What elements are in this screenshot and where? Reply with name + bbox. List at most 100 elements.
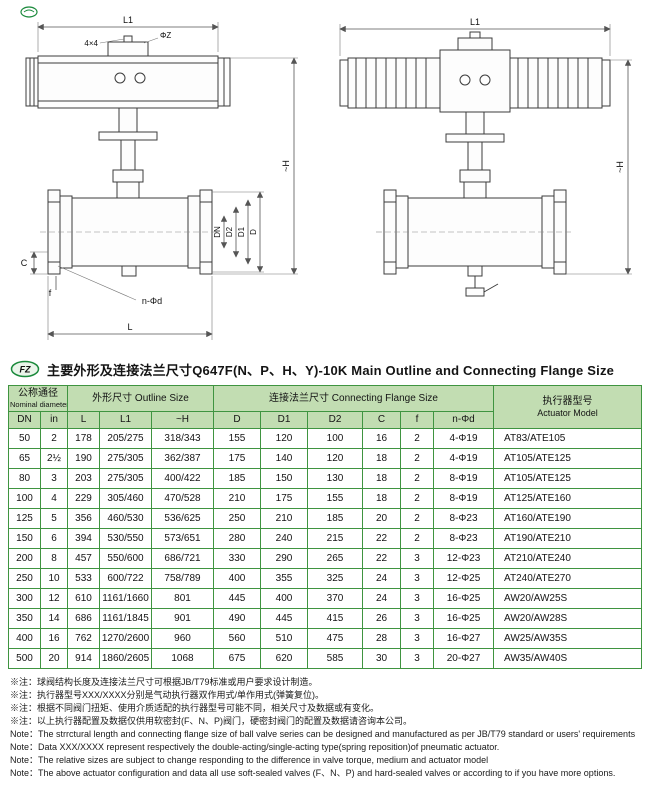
- table-cell: 400: [260, 588, 308, 609]
- note-line: Note：The relative sizes are subject to c…: [10, 755, 489, 765]
- table-cell: 3: [400, 648, 434, 669]
- brand-logo-text: FZ: [20, 365, 31, 375]
- group-header-actuator: 执行器型号 Actuator Model: [493, 385, 642, 429]
- table-cell: AT210/ATE240: [493, 548, 642, 569]
- table-cell: 80: [8, 468, 41, 489]
- table-cell: 65: [8, 448, 41, 469]
- note-line: ※注：球阀结构长度及连接法兰尺寸可根据JB/T79标准或用户要求设计制造。: [10, 677, 318, 687]
- table-cell: 1068: [151, 648, 214, 669]
- note-line: Note：The above actuator configuration an…: [10, 768, 616, 778]
- table-cell: 362/387: [151, 448, 214, 469]
- right-technical-drawing: L1 ~H: [339, 17, 632, 297]
- table-cell: 16-Φ25: [432, 608, 495, 629]
- table-cell: 14: [40, 608, 68, 629]
- title-bar: FZ 主要外形及连接法兰尺寸Q647F(N、P、H、Y)-10K Main Ou…: [10, 358, 640, 380]
- table-cell: 758/789: [151, 568, 214, 589]
- table-cell: 100: [307, 428, 363, 449]
- table-cell: 12-Φ23: [432, 548, 495, 569]
- table-cell: 3: [40, 468, 68, 489]
- column-header-l: L: [67, 411, 100, 429]
- table-cell: AT105/ATE125: [493, 448, 642, 469]
- table-cell: 8: [40, 548, 68, 569]
- table-cell: 510: [260, 628, 308, 649]
- table-cell: 550/600: [99, 548, 152, 569]
- dim-label-d1: D1: [237, 226, 246, 237]
- table-cell: 280: [213, 528, 261, 549]
- table-cell: 801: [151, 588, 214, 609]
- dim-label-l1: L1: [123, 15, 133, 25]
- table-cell: 28: [362, 628, 401, 649]
- table-cell: 2½: [40, 448, 68, 469]
- table-cell: 445: [260, 608, 308, 629]
- group-header-nominal-en: Nominal diameter: [10, 400, 68, 409]
- table-cell: 318/343: [151, 428, 214, 449]
- table-cell: 500: [8, 648, 41, 669]
- table-cell: 355: [260, 568, 308, 589]
- table-cell: 3: [400, 628, 434, 649]
- table-cell: AT240/ATE270: [493, 568, 642, 589]
- table-cell: 3: [400, 548, 434, 569]
- table-cell: 18: [362, 468, 401, 489]
- table-cell: 20: [40, 648, 68, 669]
- table-group-header-row: 公称通径 Nominal diameter 外形尺寸 Outline Size …: [8, 385, 642, 429]
- table-cell: 960: [151, 628, 214, 649]
- table-cell: 460/530: [99, 508, 152, 529]
- table-cell: 203: [67, 468, 100, 489]
- table-cell: 2: [400, 448, 434, 469]
- table-cell: 215: [307, 528, 363, 549]
- table-cell: AW35/AW40S: [493, 648, 642, 669]
- group-header-nominal-zh: 公称通径: [18, 388, 58, 399]
- table-cell: 100: [8, 488, 41, 509]
- table-cell: 3: [400, 608, 434, 629]
- table-cell: 600/722: [99, 568, 152, 589]
- table-cell: 470/528: [151, 488, 214, 509]
- dim-label-f: f: [49, 288, 52, 298]
- table-cell: 250: [8, 568, 41, 589]
- column-header-h: ~H: [151, 411, 214, 429]
- table-cell: 686/721: [151, 548, 214, 569]
- dim-label-dn: DN: [213, 226, 222, 238]
- table-cell: AT105/ATE125: [493, 468, 642, 489]
- dim-label-phiz: ΦZ: [160, 31, 171, 40]
- technical-drawings: 4×4 ΦZ L1 DN D2 D1 D: [0, 0, 650, 352]
- table-cell: AW20/AW28S: [493, 608, 642, 629]
- table-cell: 325: [307, 568, 363, 589]
- table-cell: 1161/1660: [99, 588, 152, 609]
- column-header-d1: D1: [260, 411, 308, 429]
- table-cell: 762: [67, 628, 100, 649]
- table-cell: 1161/1845: [99, 608, 152, 629]
- table-cell: 120: [260, 428, 308, 449]
- table-cell: 475: [307, 628, 363, 649]
- table-cell: 1860/2605: [99, 648, 152, 669]
- column-header-f: f: [400, 411, 434, 429]
- table-cell: 8-Φ23: [432, 508, 495, 529]
- table-cell: 150: [8, 528, 41, 549]
- table-cell: 400: [8, 628, 41, 649]
- table-cell: 205/275: [99, 428, 152, 449]
- table-cell: 50: [8, 428, 41, 449]
- table-cell: 585: [307, 648, 363, 669]
- table-cell: 610: [67, 588, 100, 609]
- table-cell: 400: [213, 568, 261, 589]
- table-cell: 185: [213, 468, 261, 489]
- table-cell: 22: [362, 528, 401, 549]
- table-cell: 18: [362, 448, 401, 469]
- table-cell: 530/550: [99, 528, 152, 549]
- table-cell: 914: [67, 648, 100, 669]
- table-cell: 240: [260, 528, 308, 549]
- table-cell: AW20/AW25S: [493, 588, 642, 609]
- table-cell: 16: [40, 628, 68, 649]
- table-cell: 12-Φ25: [432, 568, 495, 589]
- table-cell: 210: [260, 508, 308, 529]
- table-cell: 415: [307, 608, 363, 629]
- table-cell: 265: [307, 548, 363, 569]
- table-cell: 24: [362, 588, 401, 609]
- table-cell: 6: [40, 528, 68, 549]
